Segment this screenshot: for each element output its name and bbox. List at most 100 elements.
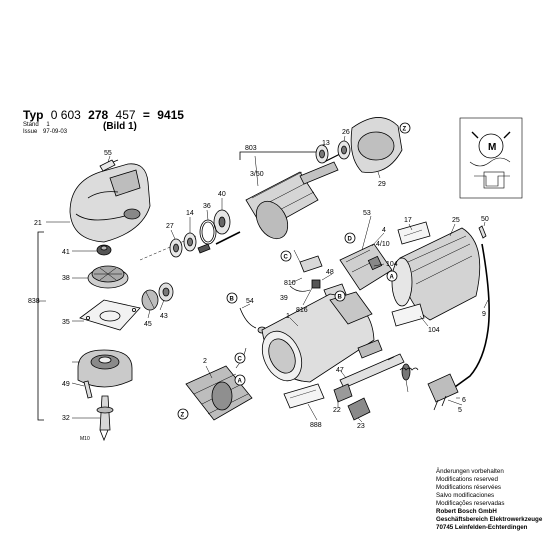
callout-50: 50: [481, 216, 489, 223]
svg-text:B: B: [338, 295, 343, 301]
callout-54: 54: [246, 298, 254, 305]
callout-45: 45: [144, 321, 152, 328]
svg-text:Z: Z: [181, 413, 185, 419]
svg-text:Z: Z: [403, 127, 407, 133]
marker-z-bottom: Z: [177, 408, 189, 420]
leader-lines: [38, 135, 489, 423]
screw-49: [83, 380, 93, 399]
housing-shell-25: [391, 227, 481, 321]
callout-104-lower: 104: [428, 327, 440, 334]
gear-housing-21: [69, 163, 151, 243]
stand-line: Stand 1: [23, 122, 50, 129]
callout-55: 55: [104, 150, 112, 157]
note-line: Modificações reservadas: [436, 500, 505, 507]
screw-50: [478, 225, 487, 239]
callout-23: 23: [357, 423, 365, 430]
retaining-piece: [197, 243, 211, 254]
figure-label: (Bild 1): [103, 121, 137, 132]
switch-button-22: [333, 383, 353, 403]
revision-notes: Änderungen vorbehalten Modifications res…: [436, 468, 542, 532]
callout-49: 49: [62, 381, 70, 388]
switch-rod-47: [339, 353, 405, 389]
callout-803: 803: [245, 145, 257, 152]
bevel-gear-38: [87, 265, 129, 289]
label-104-lower: [391, 303, 425, 327]
plug-5: [427, 373, 459, 411]
bracket-803: [239, 151, 323, 160]
typ-label: Typ: [23, 108, 44, 122]
note-line: Salvo modificaciones: [436, 492, 495, 499]
switch-53: [339, 243, 393, 291]
flange-nut-41: [96, 244, 112, 256]
marker-z-top: Z: [399, 122, 411, 134]
bearing-26: [337, 140, 351, 160]
callout-4-10: 4/10: [376, 241, 390, 248]
callout-4: 4: [382, 227, 386, 234]
wiring-schematic: [459, 117, 523, 199]
callout-21: 21: [34, 220, 42, 227]
wires-816: [289, 285, 311, 292]
callout-47: 47: [336, 367, 344, 374]
callout-41: 41: [62, 249, 70, 256]
armature-assembly: [215, 151, 345, 245]
part-number-suffix: 457: [115, 108, 136, 122]
issue-line: Issue 97-09-03: [23, 129, 67, 136]
note-line: Modifications reserved: [436, 476, 498, 483]
callout-14: 14: [186, 210, 194, 217]
label-888: [283, 383, 325, 409]
callout-5: 5: [458, 407, 462, 414]
marker-b-top: B: [334, 290, 346, 302]
fan-40: [213, 209, 231, 235]
company-name: Robert Bosch GmbH: [436, 508, 497, 515]
callout-838: 838: [28, 298, 40, 305]
company-division: Geschäftsbereich Elektrowerkzeuge: [436, 516, 543, 523]
bearing-43: [158, 282, 174, 302]
cable-protector-6: [401, 363, 411, 381]
cable-9: [447, 243, 490, 393]
callout-9: 9: [482, 311, 486, 318]
svg-text:A: A: [390, 275, 395, 281]
svg-text:D: D: [348, 237, 353, 243]
stand-value: 1: [46, 122, 50, 128]
callout-36: 36: [203, 203, 211, 210]
bearing-27: [169, 238, 183, 258]
marker-c-top: C: [280, 250, 292, 262]
spring: [399, 367, 419, 371]
callout-43: 43: [160, 313, 168, 320]
motor-symbol-label: M: [488, 142, 496, 153]
part-number-prefix: 0 603: [50, 108, 81, 122]
label-m10: M10: [80, 436, 90, 442]
callout-1: 1: [286, 313, 290, 320]
marker-c-bottom: C: [234, 352, 246, 364]
rear-cover-29: [350, 117, 403, 173]
drawing-title: Typ 0 603 278 457 = 9415: [23, 108, 188, 122]
callout-40: 40: [218, 191, 226, 198]
issue-value: 97-09-03: [43, 129, 68, 135]
callout-29: 29: [378, 181, 386, 188]
svg-text:B: B: [230, 297, 235, 303]
ring-36: [199, 219, 217, 245]
callout-53: 53: [363, 210, 371, 217]
callout-48: 48: [326, 269, 334, 276]
callout-816: 816: [296, 307, 308, 314]
company-address: 70745 Leinfelden-Echterdingen: [436, 524, 528, 531]
equals-sign: =: [142, 108, 150, 122]
issue-label: Issue: [23, 129, 38, 135]
reference-markers: Z Z D A A C C B B: [177, 122, 411, 420]
motor-housing-1: [261, 291, 375, 383]
callout-13: 13: [322, 140, 330, 147]
callout-38: 38: [62, 275, 70, 282]
callout-888: 888: [310, 422, 322, 429]
callout-3-50: 3/50: [250, 171, 264, 178]
callout-6: 6: [462, 397, 466, 404]
bearing-flange-assembly: [77, 349, 133, 388]
spindle-32: [96, 395, 114, 442]
callout-35: 35: [62, 319, 70, 326]
callout-25: 25: [452, 217, 460, 224]
switch-cap-23: [347, 397, 371, 421]
pinion-45: [141, 289, 159, 311]
gasket-35: [79, 299, 141, 331]
marker-b-left: B: [226, 292, 238, 304]
part-number-main: 278: [88, 108, 109, 122]
